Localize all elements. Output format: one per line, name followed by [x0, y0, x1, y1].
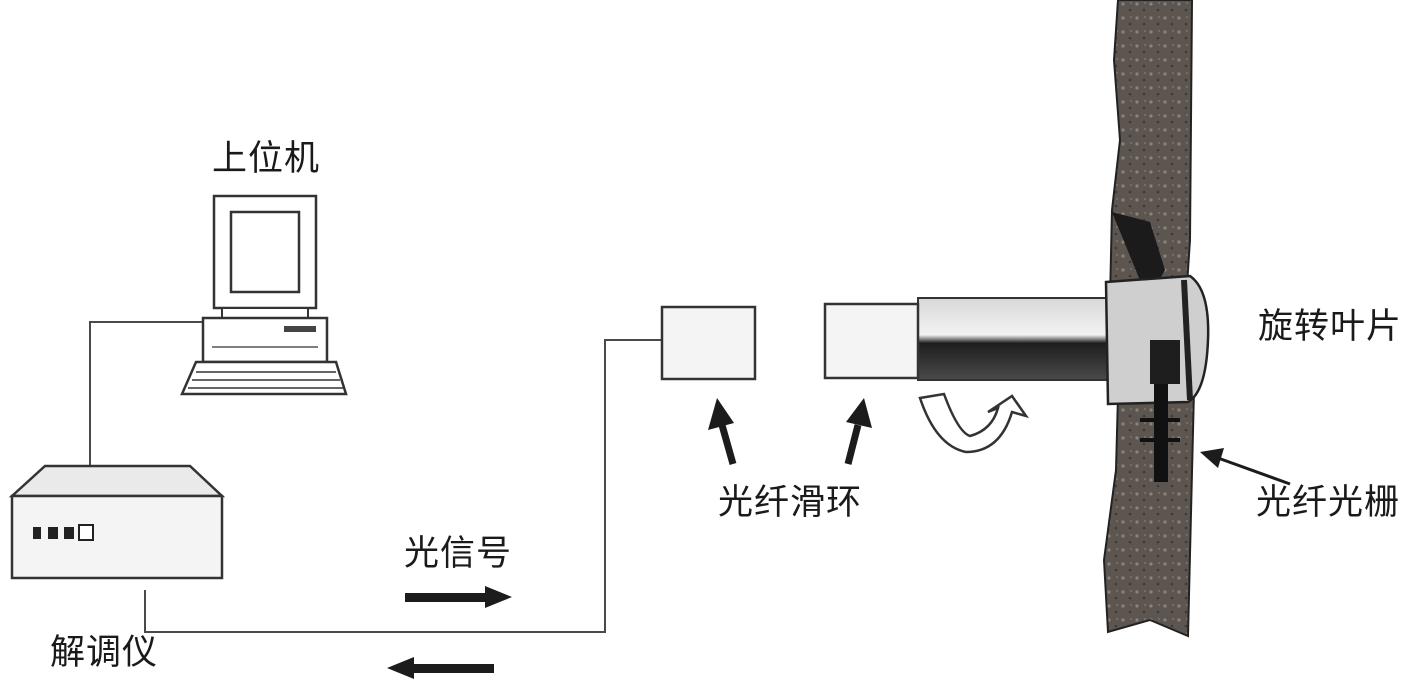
- slip-ring-stator: [660, 305, 757, 381]
- slip-ring-rotor: [823, 297, 1114, 381]
- rotation-direction-icon: [918, 392, 1030, 454]
- pointer-arrows: [708, 398, 1291, 486]
- fiber-grating-label: 光纤光栅: [1256, 483, 1401, 523]
- demodulator-label: 解调仪: [50, 633, 159, 673]
- fiber-slip-ring-label: 光纤滑环: [718, 483, 863, 523]
- fiber-connection-lines: [89, 321, 662, 633]
- slip-ring-arrow-icon: [844, 398, 872, 465]
- rotating-blade-label: 旋转叶片: [1258, 307, 1403, 347]
- optical-signal-label: 光信号: [404, 534, 513, 574]
- demodulator-device-icon: [8, 464, 226, 580]
- signal-direction-arrows: [387, 586, 512, 679]
- arrow-right-icon: [405, 586, 512, 608]
- fiber-grating-arrow-icon: [1200, 448, 1291, 486]
- host-computer-icon: [180, 194, 348, 396]
- rotating-blade-icon: [1102, 0, 1210, 638]
- host-computer-label: 上位机: [212, 139, 321, 179]
- slip-ring-arrow-icon: [708, 398, 737, 465]
- arrow-left-icon: [387, 657, 494, 679]
